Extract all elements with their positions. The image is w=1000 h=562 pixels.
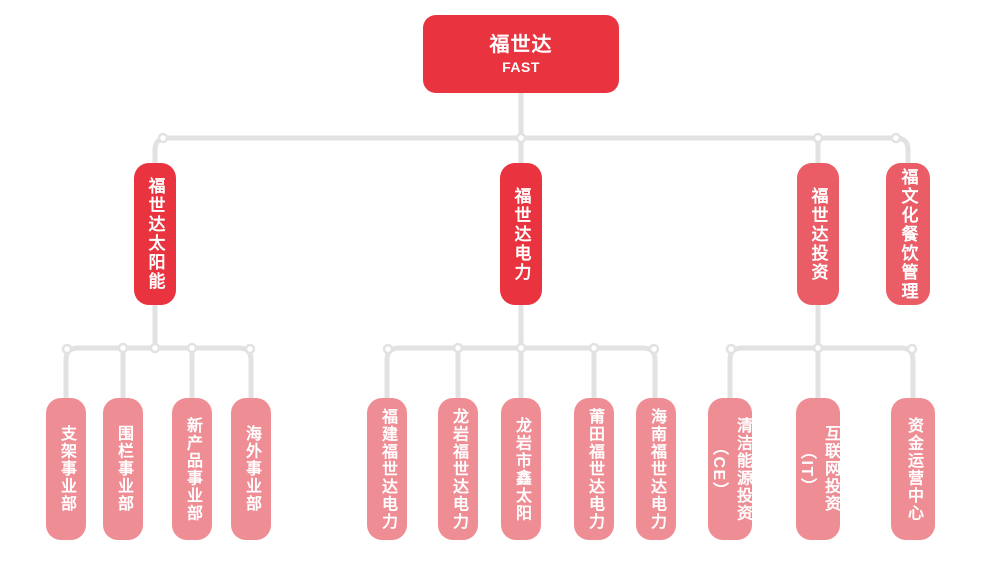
org-node-investment[interactable]: 福世达投资 bbox=[797, 163, 839, 305]
org-node-label: 支架事业部 bbox=[58, 425, 75, 513]
org-node-label: 围栏事业部 bbox=[115, 425, 132, 513]
org-node-label: 新产品事业部 bbox=[184, 416, 201, 522]
root-subtitle: FAST bbox=[502, 59, 540, 75]
org-node-clean-energy-invest[interactable]: 清洁能源投资 （CE） bbox=[708, 398, 752, 540]
org-node-newproduct-division[interactable]: 新产品事业部 bbox=[172, 398, 212, 540]
org-node-label: 海外事业部 bbox=[243, 425, 260, 513]
org-node-label: 福文化餐饮管理 bbox=[898, 167, 918, 301]
org-node-label: 福世达太阳能 bbox=[145, 177, 165, 291]
org-node-fujian-power[interactable]: 福建福世达电力 bbox=[367, 398, 407, 540]
org-node-capital-operation-center[interactable]: 资金运营中心 bbox=[891, 398, 935, 540]
org-node-longyan-power[interactable]: 龙岩福世达电力 bbox=[438, 398, 478, 540]
org-node-label: 海南福世达电力 bbox=[648, 407, 665, 531]
org-node-label: 福世达投资 bbox=[808, 186, 828, 282]
org-node-root[interactable]: 福世达 FAST bbox=[423, 15, 619, 93]
root-title: 福世达 bbox=[489, 34, 553, 56]
org-node-label: 莆田福世达电力 bbox=[586, 407, 603, 531]
org-node-label: 福建福世达电力 bbox=[379, 407, 396, 531]
org-node-xintaiyang[interactable]: 龙岩市鑫太阳 bbox=[501, 398, 541, 540]
org-node-bracket-division[interactable]: 支架事业部 bbox=[46, 398, 86, 540]
org-node-label: 资金运营中心 bbox=[905, 416, 922, 522]
org-node-fence-division[interactable]: 围栏事业部 bbox=[103, 398, 143, 540]
org-node-label: 清洁能源投资 （CE） bbox=[710, 416, 751, 522]
org-node-label: 龙岩福世达电力 bbox=[450, 407, 467, 531]
org-node-label: 互联网投资 （IT） bbox=[798, 425, 839, 513]
org-node-solar[interactable]: 福世达太阳能 bbox=[134, 163, 176, 305]
org-node-putian-power[interactable]: 莆田福世达电力 bbox=[574, 398, 614, 540]
org-node-power[interactable]: 福世达电力 bbox=[500, 163, 542, 305]
org-node-catering[interactable]: 福文化餐饮管理 bbox=[886, 163, 930, 305]
org-node-label: 龙岩市鑫太阳 bbox=[513, 416, 530, 522]
org-node-internet-invest[interactable]: 互联网投资 （IT） bbox=[796, 398, 840, 540]
org-node-label: 福世达电力 bbox=[511, 186, 531, 282]
org-node-hainan-power[interactable]: 海南福世达电力 bbox=[636, 398, 676, 540]
org-node-overseas-division[interactable]: 海外事业部 bbox=[231, 398, 271, 540]
